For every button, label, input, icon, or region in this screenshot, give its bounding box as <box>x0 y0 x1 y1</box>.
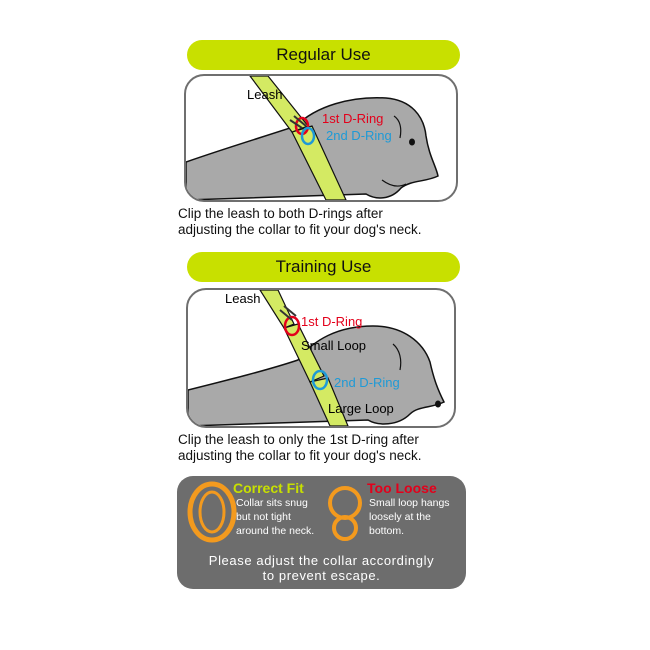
second-d-ring-label: 2nd D-Ring <box>326 128 392 143</box>
correct-fit-line3: around the neck. <box>236 525 315 537</box>
too-loose-line1: Small loop hangs <box>369 497 450 509</box>
training-use-illustration: Leash 1st D-Ring Small Loop 2nd D-Ring L… <box>186 288 456 428</box>
training-leash-label: Leash <box>225 291 261 306</box>
first-d-ring-label: 1st D-Ring <box>322 111 384 126</box>
adjust-note: Please adjust the collar accordingly to … <box>208 553 435 583</box>
too-loose-line2: loosely at the <box>369 511 431 523</box>
training-second-d-ring-label: 2nd D-Ring <box>334 375 400 390</box>
regular-use-caption: Clip the leash to both D-rings after adj… <box>178 206 422 237</box>
too-loose-title: Too Loose <box>367 480 437 496</box>
regular-use-illustration: Leash 1st D-Ring 2nd D-Ring <box>184 74 458 202</box>
large-loop-label: Large Loop <box>328 401 394 416</box>
training-use-caption: Clip the leash to only the 1st D-ring af… <box>178 432 422 463</box>
leash-label: Leash <box>247 87 283 102</box>
training-first-d-ring-label: 1st D-Ring <box>301 314 363 329</box>
correct-fit-title: Correct Fit <box>233 480 304 496</box>
fit-guide-panel: Correct Fit Collar sits snug but not tig… <box>177 476 466 589</box>
collar-fit-icons <box>187 481 362 543</box>
small-loop-label: Small Loop <box>301 338 367 353</box>
training-use-title: Training Use <box>187 252 460 282</box>
dog-collar-training-image <box>188 290 446 426</box>
correct-fit-line1: Collar sits snug <box>236 497 308 509</box>
dog-collar-regular-image <box>186 76 439 200</box>
correct-fit-line2: but not tight <box>236 511 291 523</box>
regular-use-title: Regular Use <box>187 40 460 70</box>
too-loose-line3: bottom. <box>369 525 405 537</box>
